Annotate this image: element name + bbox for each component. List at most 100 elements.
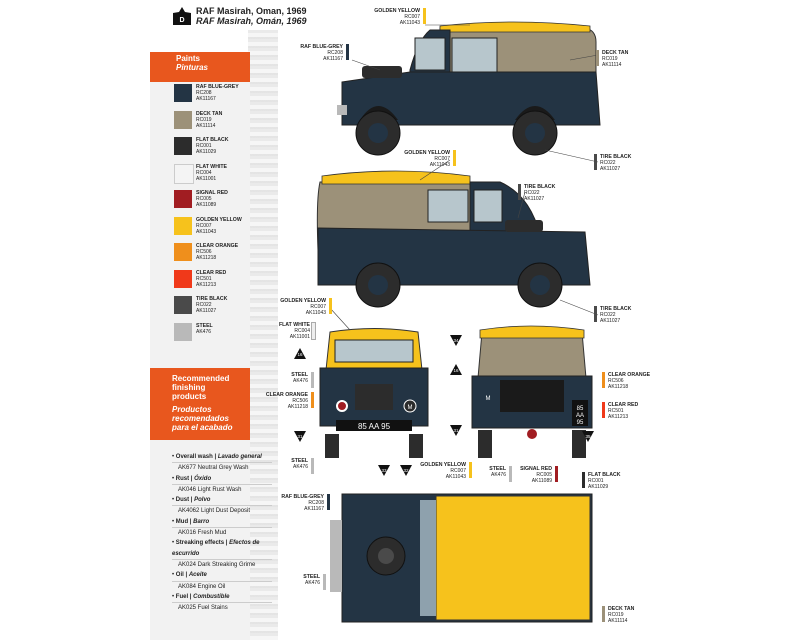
callout-code: RC022 <box>600 160 616 166</box>
profile-logo: D <box>172 6 192 31</box>
callout-color-bar <box>596 50 599 66</box>
callout-name: GOLDEN YELLOW <box>374 8 420 14</box>
callout-color-bar <box>602 372 605 388</box>
rear-plate-top: 85 <box>577 406 584 412</box>
marker-number: 35 <box>585 434 591 439</box>
callout-color-bar <box>594 154 597 170</box>
paints-heading-en: Paints <box>176 54 201 63</box>
callout-color-bar <box>602 402 605 418</box>
callout-steel-rear: STEEL AK476 <box>470 466 512 482</box>
callout-signal-red: SIGNAL RED RC005 AK11089 <box>506 466 558 484</box>
callout-name: RAF BLUE-GREY <box>300 44 343 50</box>
paint-color-chip <box>174 216 192 235</box>
callout-golden-yellow-front: GOLDEN YELLOW RC007 AK11043 <box>278 298 332 316</box>
callout-tire-black-3: TIRE BLACK RC022 AK11027 <box>594 306 632 324</box>
paint-color-chip <box>174 84 192 102</box>
callout-name: TIRE BLACK <box>600 306 632 312</box>
callout-color-bar <box>311 458 314 474</box>
callout-code: AK476 <box>292 464 308 470</box>
marker-number: 33 <box>381 468 387 473</box>
callout-color-bar <box>555 466 558 482</box>
callout-name: STEEL <box>303 574 320 580</box>
callout-color-bar <box>311 322 316 340</box>
callout-golden-yellow-top: GOLDEN YELLOW RC007 AK11043 <box>372 8 426 26</box>
paint-color-chip <box>174 269 192 288</box>
marker-number: 32 <box>403 468 409 473</box>
front-view: 85 AA 95 M <box>319 328 429 458</box>
marker-number: 34 <box>453 338 459 343</box>
rear-badge: M <box>486 396 491 402</box>
marker-triangle <box>582 431 594 442</box>
marker-number: 16 <box>453 368 459 373</box>
finishing-group: • Streaking effects | Efectos de escurri… <box>172 538 272 570</box>
callout-deck-tan-top: DECK TAN RC019 AK11114 <box>596 50 628 68</box>
callout-color-bar <box>582 472 585 488</box>
callout-code: RC004 <box>294 328 310 334</box>
callout-color-bar <box>602 606 605 622</box>
callout-color-bar <box>311 372 314 388</box>
callout-code: AK11029 <box>588 484 609 490</box>
callout-deck-tan-bottom: DECK TAN RC019 AK11114 <box>602 606 634 624</box>
page-title: RAF Masirah, Oman, 1969 <box>196 6 307 16</box>
callout-name: TIRE BLACK <box>600 154 632 160</box>
marker-triangle <box>450 425 462 436</box>
callout-code: AK11167 <box>304 506 324 512</box>
sidebar-grunge-edge <box>248 30 278 640</box>
marker-triangle <box>378 465 390 476</box>
callout-code: RC007 <box>450 468 466 474</box>
finishing-heading-en-3: products <box>172 392 207 401</box>
callout-color-bar <box>311 392 314 408</box>
callout-raf-blue-grey-top-view: RAF BLUE-GREY RC208 AK11167 <box>278 494 330 512</box>
callout-color-bar <box>323 574 326 590</box>
callout-steel-front: STEEL AK476 <box>266 372 314 388</box>
callout-code: AK11218 <box>287 404 308 410</box>
rear-view: 85 AA 95 M <box>471 325 593 458</box>
sidebar-panel <box>150 80 250 640</box>
callout-clear-orange-rear: CLEAR ORANGE RC506 AK11218 <box>602 372 650 390</box>
callout-code: AK11114 <box>602 62 622 68</box>
page-subtitle: RAF Masirah, Omán, 1969 <box>196 16 307 26</box>
paint-color-chip <box>174 137 192 155</box>
callout-name: STEEL <box>291 458 308 464</box>
finishing-heading-en-2: finishing <box>172 383 206 392</box>
callout-color-bar <box>423 8 426 24</box>
callout-golden-yellow-mid: GOLDEN YELLOW RC007 AK11043 <box>402 150 456 168</box>
callout-flat-black: FLAT BLACK RC001 AK11029 <box>582 472 620 490</box>
callout-golden-yellow-bottom: GOLDEN YELLOW RC007 AK11043 <box>420 462 472 480</box>
callout-name: STEEL <box>489 466 506 472</box>
finishing-heading-en-1: Recommended <box>172 374 230 383</box>
callout-color-bar <box>469 462 472 478</box>
callout-name: SIGNAL RED <box>520 466 552 472</box>
callout-code: AK11027 <box>600 166 621 172</box>
callout-code: RC022 <box>600 312 616 318</box>
paint-color-chip <box>174 322 192 341</box>
callout-code: AK476 <box>292 378 308 384</box>
callout-code: RC019 <box>608 612 624 618</box>
callout-code: AK11114 <box>608 618 628 624</box>
paint-color-chip <box>174 163 194 184</box>
callout-name: GOLDEN YELLOW <box>280 298 326 304</box>
callout-code: AK11213 <box>608 414 629 420</box>
callout-code: RC208 <box>308 500 324 506</box>
callout-code: AK476 <box>304 580 320 586</box>
callout-code: AK11027 <box>524 196 545 202</box>
marker-triangle <box>450 335 462 346</box>
marker-number: 16 <box>297 352 303 357</box>
front-badge: M <box>408 405 413 411</box>
callout-code: AK11043 <box>305 310 326 316</box>
callout-color-bar <box>594 306 597 322</box>
callout-code: RC019 <box>602 56 618 62</box>
callout-color-bar <box>518 184 521 200</box>
callout-tire-black-2: TIRE BLACK RC022 AK11027 <box>518 184 555 202</box>
